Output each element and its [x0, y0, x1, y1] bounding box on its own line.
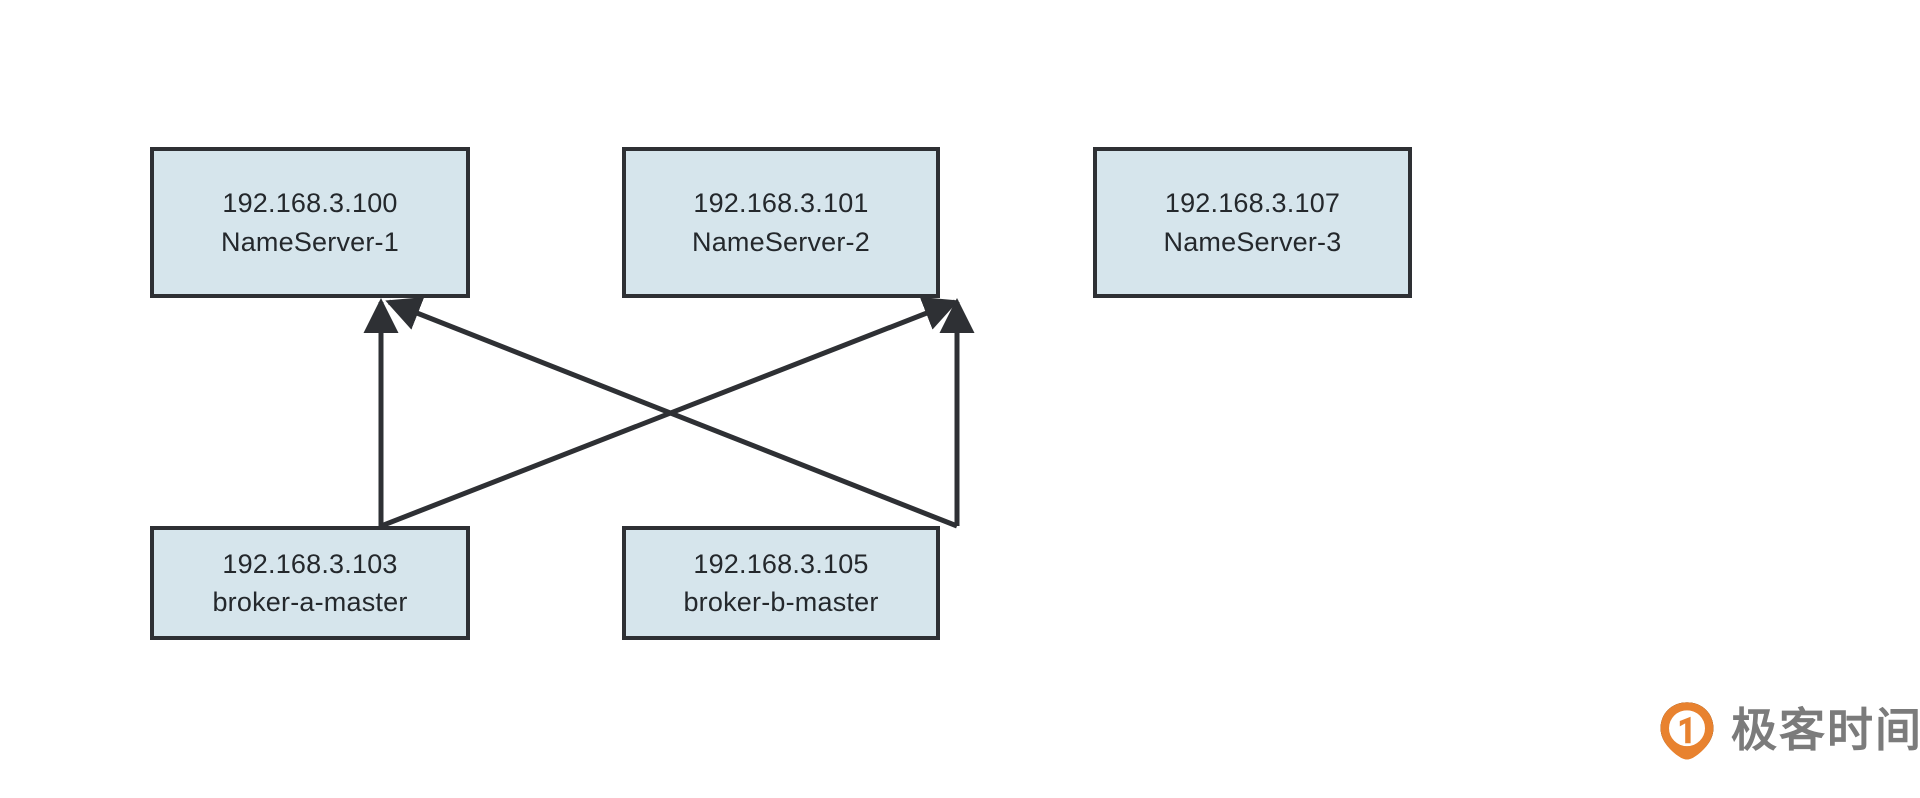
edge-broker-a-to-nameserver-2 [380, 296, 959, 529]
node-ip: 192.168.3.101 [693, 188, 869, 219]
edges-group [363, 296, 975, 529]
watermark: 极客时间 [1657, 700, 1920, 760]
node-name: NameServer-3 [1163, 226, 1342, 257]
node-ip: 192.168.3.100 [222, 188, 398, 219]
geektime-logo-icon [1660, 702, 1714, 760]
node-ip: 192.168.3.103 [222, 548, 398, 579]
node-nameserver-1[interactable]: 192.168.3.100 NameServer-1 [150, 147, 470, 298]
node-broker-b-master[interactable]: 192.168.3.105 broker-b-master [622, 526, 940, 640]
watermark-text: 极客时间 [1731, 703, 1920, 757]
node-nameserver-3[interactable]: 192.168.3.107 NameServer-3 [1093, 147, 1412, 298]
edge-broker-b-to-nameserver-1 [385, 297, 958, 529]
node-ip: 192.168.3.107 [1164, 188, 1341, 219]
node-nameserver-2[interactable]: 192.168.3.101 NameServer-2 [622, 147, 940, 298]
node-ip: 192.168.3.105 [693, 548, 869, 579]
node-broker-a-master[interactable]: 192.168.3.103 broker-a-master [150, 526, 470, 640]
node-name: broker-b-master [683, 587, 879, 617]
node-name: NameServer-2 [692, 226, 870, 257]
node-name: NameServer-1 [221, 226, 399, 257]
node-name: broker-a-master [212, 587, 408, 617]
